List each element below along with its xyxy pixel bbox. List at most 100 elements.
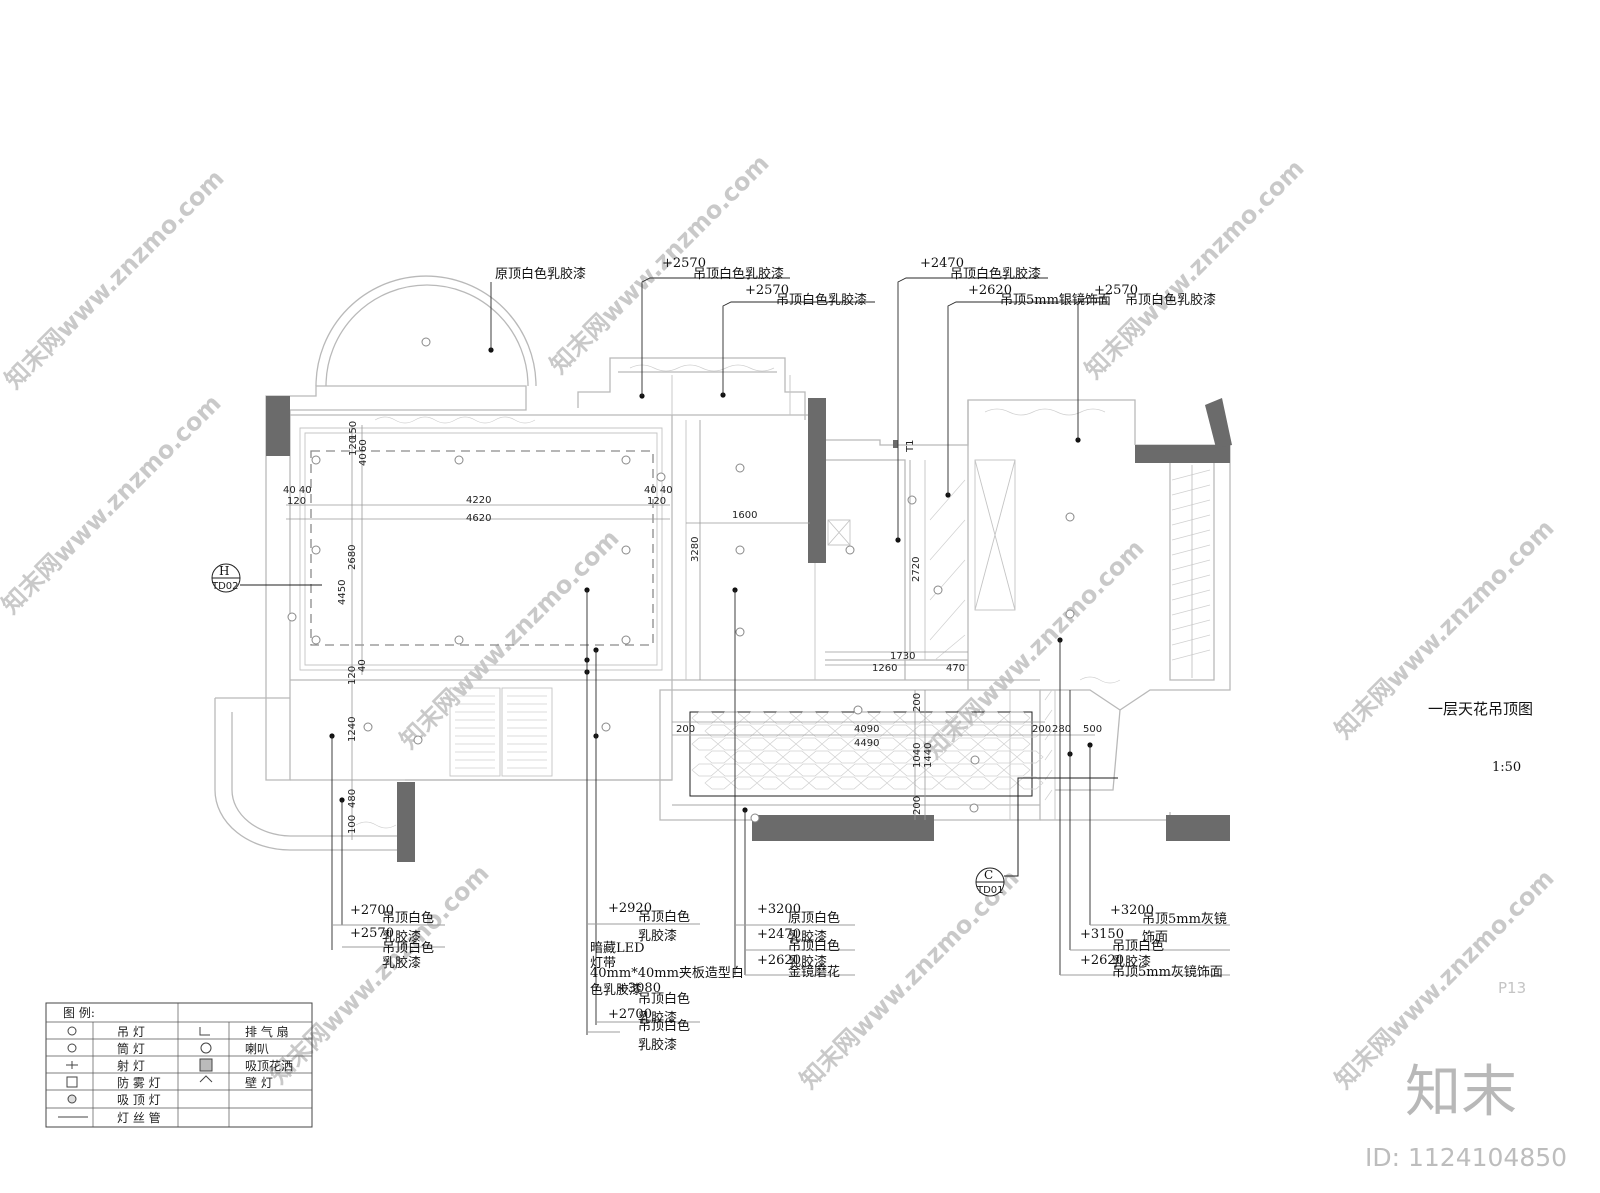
downlight-icon — [970, 755, 980, 765]
annotation-bottom-level: +3200 — [1110, 903, 1154, 918]
dimension-label: 1600 — [732, 510, 757, 521]
dimension-label: 4490 — [854, 738, 879, 749]
downlight-icon — [454, 455, 464, 465]
watermark-text: 知末网www.znzmo.com — [1079, 154, 1309, 384]
annotation-bottom-line: 饰面 — [1142, 930, 1168, 945]
annotation-bottom-level: +3080 — [617, 981, 661, 996]
annotation-bottom-line: 40mm*40mm夹板造型白 — [590, 965, 744, 981]
shower-head-icon — [199, 1058, 213, 1072]
downlight-icon — [656, 472, 666, 482]
speaker-icon — [200, 1042, 212, 1054]
legend-label: 壁 灯 — [245, 1075, 273, 1090]
downlight-icon — [845, 545, 855, 555]
dimension-label: 1040 — [912, 743, 923, 768]
dimension-label: 1240 — [347, 717, 358, 742]
legend-header: 图 例: — [63, 1006, 95, 1020]
downlight-icon — [735, 463, 745, 473]
downlight-icon — [421, 337, 431, 347]
dimension-label: 470 — [946, 663, 965, 674]
annotation-bottom-line: 吊顶白色 — [788, 938, 840, 954]
downlight-icon — [1065, 512, 1075, 522]
curtain-boxes — [355, 364, 1121, 829]
downlight-icon — [67, 1043, 77, 1053]
top-annotations: 原顶白色乳胶漆 +2570 吊顶白色乳胶漆 +2570 吊顶白色乳胶漆 +247… — [490, 256, 1216, 540]
antifog-lamp-icon — [66, 1076, 78, 1088]
annotation-bottom-line: 暗藏LED — [590, 941, 645, 956]
downlight-icon — [311, 545, 321, 555]
drawing-title: 一层天花吊顶图 — [1428, 700, 1533, 718]
annotation-top-text: 吊顶白色乳胶漆 — [693, 266, 784, 282]
section-letter: C — [984, 868, 993, 882]
downlight-icon — [1065, 609, 1075, 619]
dimension-label: 120 — [348, 437, 359, 456]
downlight-icon — [621, 455, 631, 465]
annotation-bottom-line: 乳胶漆 — [382, 955, 421, 971]
annotation-top-text: 吊顶白色乳胶漆 — [776, 292, 867, 308]
annotation-bottom-line: 吊顶白色 — [382, 910, 434, 926]
dimension-label: 480 — [347, 789, 358, 808]
dimension-label: 2720 — [911, 557, 922, 582]
dimension-label: 200 — [676, 724, 695, 735]
dimension-label: 1440 — [923, 743, 934, 768]
annotation-bottom-line: 乳胶漆 — [638, 1010, 677, 1026]
annotation-top-level: +2570 — [745, 283, 789, 298]
dimension-label: 120 — [287, 496, 306, 507]
downlight-icon — [621, 635, 631, 645]
watermark-text: 知末网www.znzmo.com — [0, 164, 230, 394]
legend-label: 灯 丝 管 — [117, 1110, 161, 1125]
downlight-icon — [907, 495, 917, 505]
downlight-icon — [853, 705, 863, 715]
dimension-label: 4090 — [854, 724, 879, 735]
watermark-text: 知末网www.znzmo.com — [544, 149, 774, 379]
downlight-icon — [750, 813, 760, 823]
legend-label: 喇叭 — [245, 1041, 269, 1056]
downlight-icon — [287, 612, 297, 622]
columns — [266, 396, 1232, 862]
annotation-bottom-line: 吊顶白色 — [1112, 938, 1164, 954]
led-strip-dashed — [310, 450, 654, 646]
dimension-labels: 150 120 60 40 40 40 120 4220 4620 40 40 … — [283, 421, 1102, 834]
annotation-bottom-line: 乳胶漆 — [638, 1037, 677, 1053]
legend-label: 吸 顶 灯 — [117, 1093, 161, 1107]
section-mark-c: C TD01 — [975, 777, 1118, 897]
annotation-bottom-line: 色乳胶漆 — [590, 982, 642, 998]
downlight-icon — [601, 722, 611, 732]
dimension-label: 150 — [348, 421, 359, 440]
annotation-top-level: +2570 — [1094, 283, 1138, 298]
dimension-label: 4620 — [466, 513, 491, 524]
annotation-bottom-level: +2620 — [1080, 953, 1124, 968]
legend-label: 筒 灯 — [117, 1041, 145, 1056]
dimension-label: 100 — [347, 815, 358, 834]
downlight-icon — [735, 545, 745, 555]
legend-label: 吸顶花洒 — [245, 1058, 293, 1073]
wall-lamp-icon — [199, 1075, 213, 1083]
annotation-bottom-line: 吊顶5mm灰镜饰面 — [1112, 965, 1223, 980]
annotation-top-text: 吊顶白色乳胶漆 — [1125, 292, 1216, 308]
annotation-top-text: 原顶白色乳胶漆 — [495, 266, 586, 282]
annotation-bottom-line: 灯带 — [590, 956, 616, 971]
dimension-label: 4220 — [466, 495, 491, 506]
annotation-bottom-line: 吊顶5mm灰镜 — [1142, 912, 1227, 927]
section-code: TD01 — [976, 885, 1004, 896]
annotation-bottom-line: 乳胶漆 — [1112, 954, 1151, 970]
downlight-icon — [413, 735, 423, 745]
downlight-icon — [454, 635, 464, 645]
annotation-bottom-level: +2700 — [350, 903, 394, 918]
annotation-bottom-line: 乳胶漆 — [638, 928, 677, 944]
dimension-label: 40 — [357, 659, 368, 672]
dimension-label: T1 — [905, 440, 916, 453]
pendant-lamp-icon — [67, 1026, 77, 1036]
legend-label: 排 气 扇 — [245, 1024, 289, 1039]
legend-label: 防 雾 灯 — [117, 1075, 161, 1090]
annotation-bottom-line: 吊顶白色 — [382, 940, 434, 956]
downlight-icon — [969, 803, 979, 813]
ceiling-lamp-icon — [67, 1094, 77, 1104]
page-number: P13 — [1498, 979, 1526, 997]
annotation-bottom-line: 金镜磨花 — [788, 964, 840, 980]
dimension-label: 1730 — [890, 651, 915, 662]
annotation-bottom-level: +2700 — [608, 1007, 652, 1022]
dimension-label: 1260 — [872, 663, 897, 674]
annotation-top-level: +2620 — [968, 283, 1012, 298]
downlight-icon — [735, 627, 745, 637]
dimension-label: 40 40 — [644, 485, 673, 496]
